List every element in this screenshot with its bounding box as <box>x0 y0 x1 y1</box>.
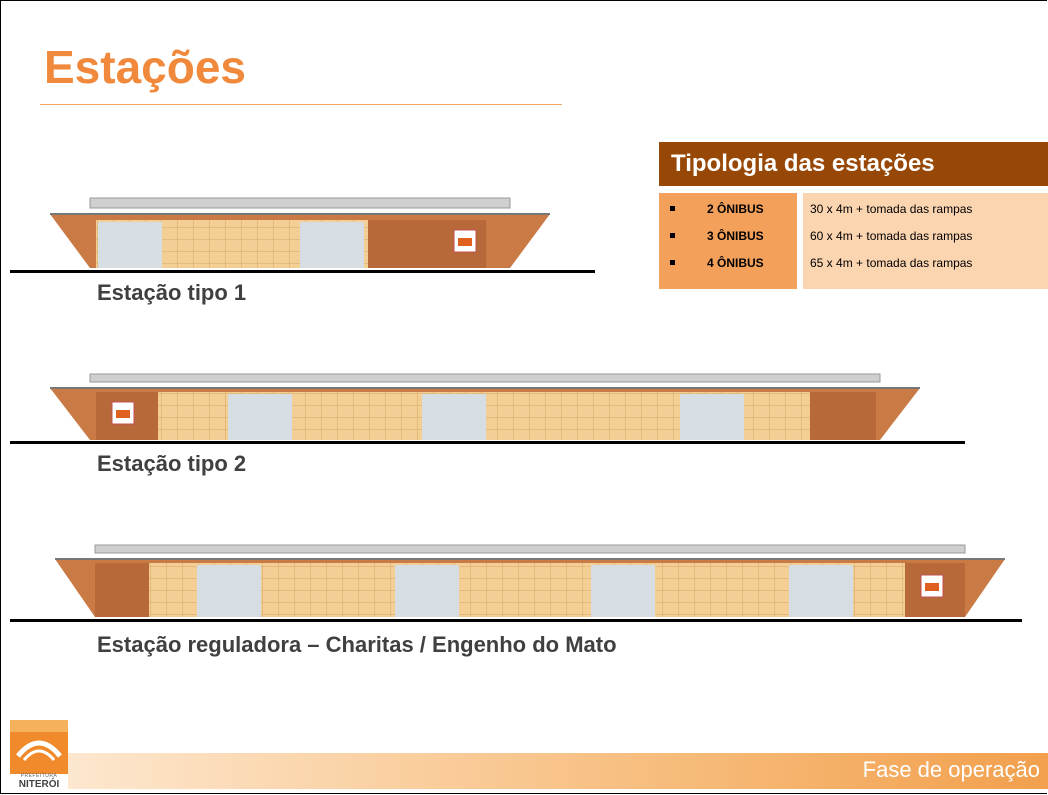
niteroi-logo-icon <box>10 720 68 774</box>
tipologia-spec-row: 65 x 4m + tomada das rampas <box>803 251 1048 275</box>
tipologia-spec-row: 30 x 4m + tomada das rampas <box>803 197 1048 221</box>
tipologia-header: Tipologia das estações <box>659 142 1048 186</box>
tipologia-row: 3 ÔNIBUS <box>659 224 797 248</box>
onibus-label: 3 ÔNIBUS <box>707 229 764 243</box>
ground-line <box>10 441 965 444</box>
spec-text: 60 x 4m + tomada das rampas <box>810 229 973 243</box>
logo-name: NITERÓI <box>18 779 60 790</box>
tipologia-onibus-column: 2 ÔNIBUS 3 ÔNIBUS 4 ÔNIBUS <box>659 193 797 289</box>
station-caption: Estação tipo 2 <box>97 451 247 476</box>
station-caption: Estação reguladora – Charitas / Engenho … <box>97 632 617 657</box>
tipologia-spec-row: 60 x 4m + tomada das rampas <box>803 224 1048 248</box>
ground-line <box>10 619 1022 622</box>
tipologia-row: 2 ÔNIBUS <box>659 197 797 221</box>
tipologia-spec-column: 30 x 4m + tomada das rampas 60 x 4m + to… <box>803 193 1048 289</box>
station-type-2-elevation <box>50 373 920 440</box>
spec-text: 65 x 4m + tomada das rampas <box>810 256 973 270</box>
bullet-icon <box>670 206 675 211</box>
tipologia-row: 4 ÔNIBUS <box>659 251 797 275</box>
station-reguladora-elevation <box>55 544 1005 617</box>
ground-line <box>10 270 595 273</box>
logo-subtitle: PREFEITURA <box>20 773 58 779</box>
title-underline <box>40 104 562 105</box>
spec-text: 30 x 4m + tomada das rampas <box>810 202 973 216</box>
station-type-1-elevation <box>50 197 550 268</box>
slide-title: Estações <box>44 41 247 93</box>
footer-bar: Fase de operação <box>68 753 1048 789</box>
station-caption: Estação tipo 1 <box>97 280 247 305</box>
bullet-icon <box>670 233 675 238</box>
bullet-icon <box>670 260 675 265</box>
footer-text: Fase de operação <box>862 757 1040 782</box>
onibus-label: 4 ÔNIBUS <box>707 256 764 270</box>
onibus-label: 2 ÔNIBUS <box>707 202 764 216</box>
niteroi-logo: PREFEITURA NITERÓI <box>10 720 68 792</box>
